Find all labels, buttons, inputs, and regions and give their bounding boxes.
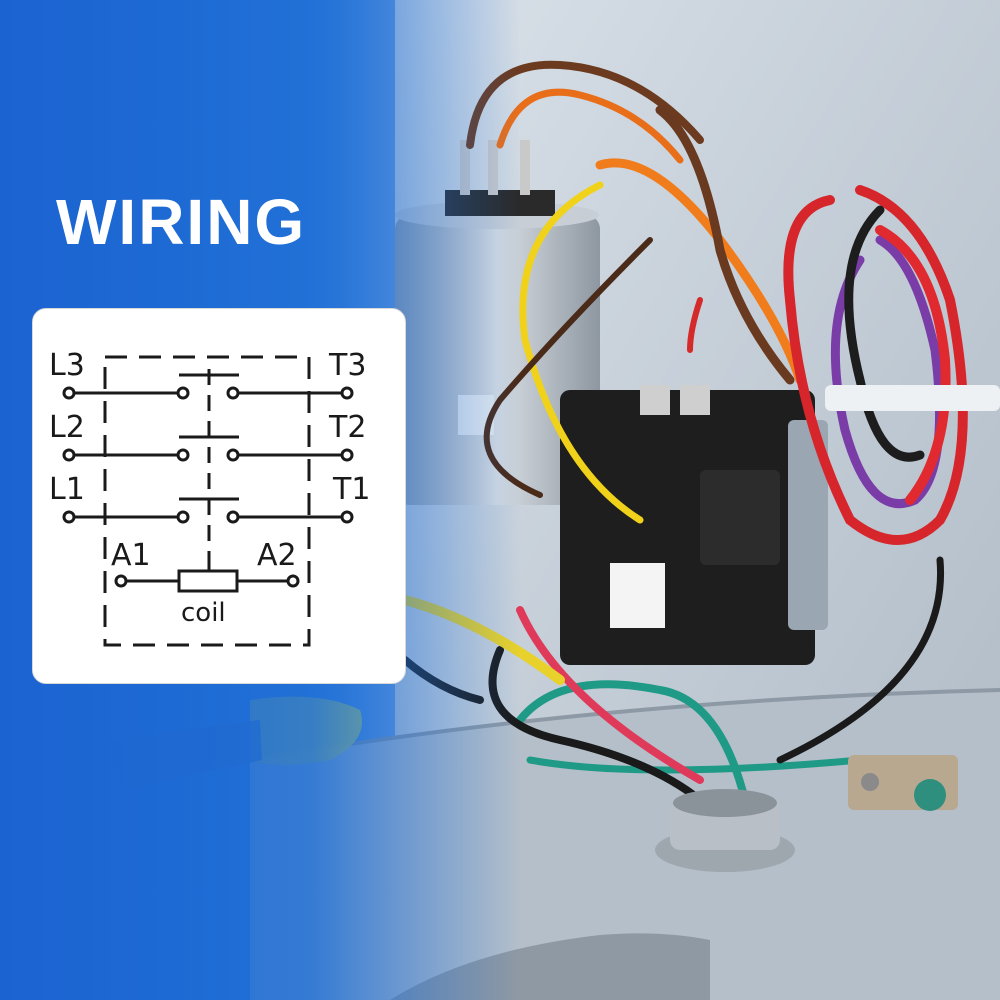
label-coil: coil	[181, 598, 226, 628]
terminal-L3	[62, 386, 76, 400]
terminal-L1	[62, 510, 76, 524]
cable-tie	[825, 385, 1000, 411]
label-T2: T2	[328, 410, 366, 445]
contact-L2	[176, 448, 190, 462]
label-A2: A2	[257, 538, 297, 573]
contact-T3	[226, 386, 240, 400]
label-A1: A1	[111, 538, 151, 573]
label-T3: T3	[328, 348, 366, 383]
terminal-T3	[340, 386, 354, 400]
page-title: WIRING	[56, 186, 307, 258]
contact-L1	[176, 510, 190, 524]
cable-bushing	[655, 789, 795, 872]
terminal-A2	[286, 574, 300, 588]
wiring-diagram: L3 L2 L1 T3 T2 T1 A1 A2 coil	[32, 308, 406, 684]
contact-T2	[226, 448, 240, 462]
ground-lug	[848, 755, 958, 811]
label-T1: T1	[332, 472, 370, 507]
label-L1: L1	[49, 472, 85, 507]
dashed-enclosure	[103, 355, 311, 647]
label-L2: L2	[49, 410, 85, 445]
terminal-A1	[114, 574, 128, 588]
schematic: L3 L2 L1 T3 T2 T1 A1 A2 coil	[49, 348, 370, 647]
terminal-T2	[340, 448, 354, 462]
terminal-T1	[340, 510, 354, 524]
label-L3: L3	[49, 348, 85, 383]
contactor	[560, 385, 828, 665]
contact-T1	[226, 510, 240, 524]
coil-symbol	[177, 569, 239, 593]
contact-L3	[176, 386, 190, 400]
terminal-L2	[62, 448, 76, 462]
